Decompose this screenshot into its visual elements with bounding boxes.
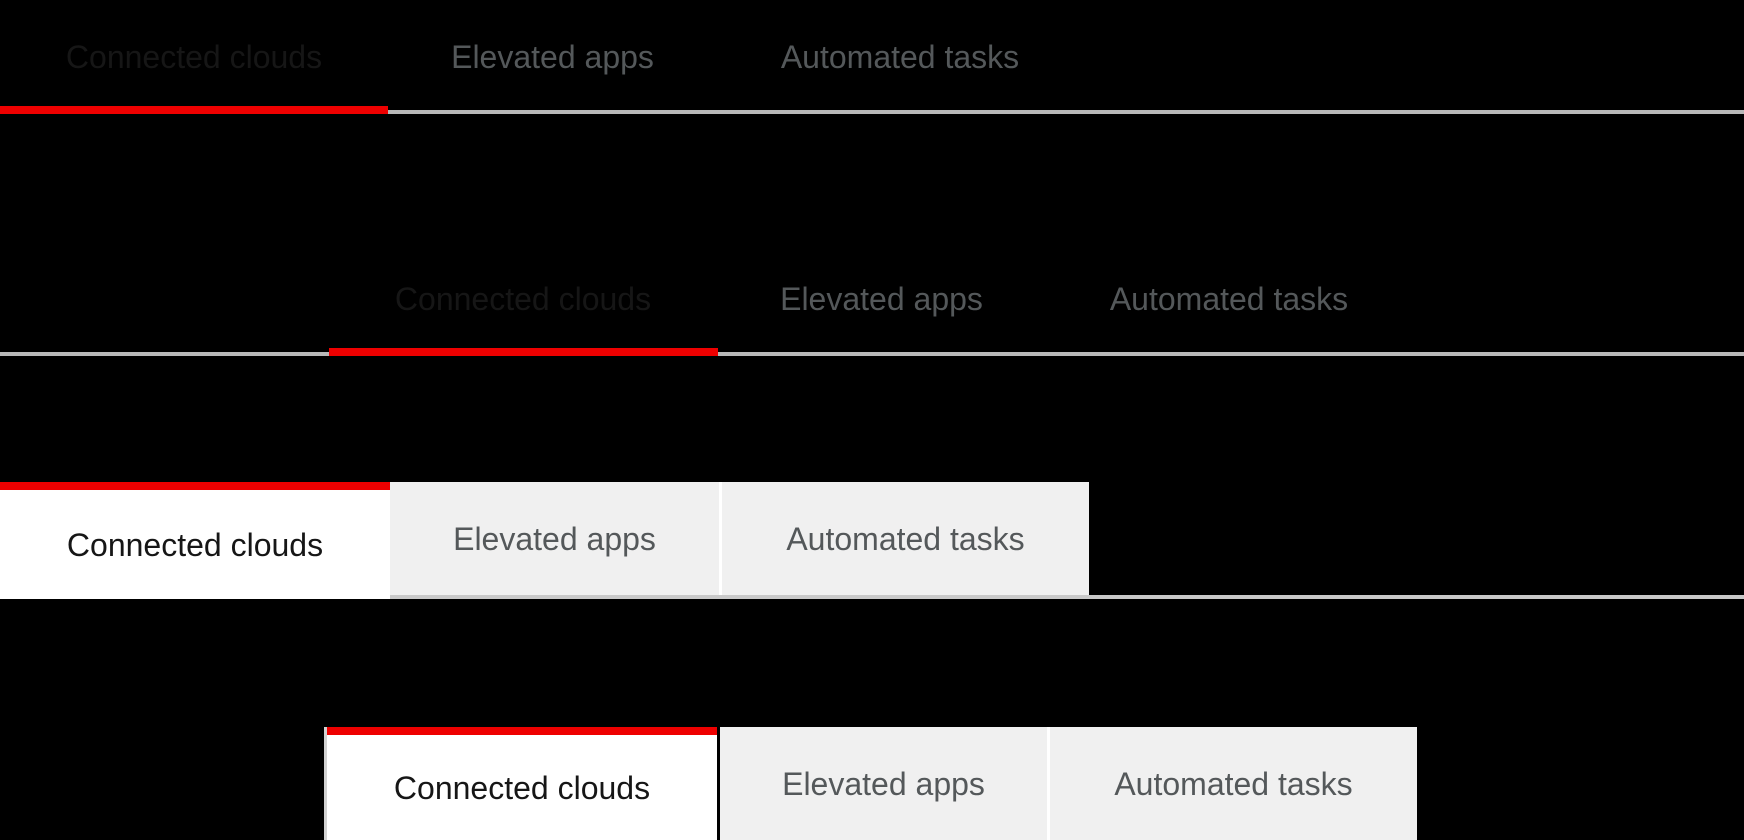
- active-tab-underline: [0, 106, 388, 114]
- active-tab-underline: [329, 348, 718, 356]
- tab-elevated-apps[interactable]: Elevated apps: [717, 242, 1046, 356]
- tab-automated-tasks[interactable]: Automated tasks: [1050, 727, 1417, 840]
- tab-separator: [719, 482, 722, 595]
- tab-group-box-flush: Connected clouds Elevated apps Automated…: [0, 482, 1744, 599]
- tab-label: Connected clouds: [393, 769, 651, 806]
- tab-elevated-apps[interactable]: Elevated apps: [390, 482, 719, 595]
- tab-elevated-apps[interactable]: Elevated apps: [720, 727, 1047, 840]
- active-tab-left-border: [324, 727, 327, 840]
- tab-connected-clouds[interactable]: Connected clouds: [0, 0, 388, 114]
- tab-group-underline-flush: Connected clouds Elevated apps Automated…: [0, 0, 1744, 114]
- tab-label: Connected clouds: [394, 281, 652, 317]
- tab-automated-tasks[interactable]: Automated tasks: [722, 482, 1089, 595]
- tab-label: Automated tasks: [1114, 765, 1353, 802]
- tab-label: Automated tasks: [1109, 281, 1349, 317]
- tab-separator: [1047, 727, 1050, 840]
- tabs-bottom-border: [388, 110, 1744, 114]
- tab-connected-clouds[interactable]: Connected clouds: [327, 727, 717, 840]
- tab-label: Connected clouds: [65, 39, 323, 75]
- tab-elevated-apps[interactable]: Elevated apps: [388, 0, 717, 114]
- tab-connected-clouds[interactable]: Connected clouds: [329, 242, 717, 356]
- tab-label: Elevated apps: [782, 765, 985, 802]
- tab-automated-tasks[interactable]: Automated tasks: [1046, 242, 1412, 356]
- tab-label: Automated tasks: [786, 520, 1025, 557]
- tab-group-underline-inset: Connected clouds Elevated apps Automated…: [0, 242, 1744, 356]
- tab-label: Automated tasks: [780, 39, 1020, 75]
- tab-label: Elevated apps: [451, 39, 654, 75]
- tab-label: Connected clouds: [66, 526, 324, 563]
- tab-label: Elevated apps: [453, 520, 656, 557]
- tabs-bottom-border: [0, 352, 1744, 356]
- tab-label: Elevated apps: [780, 281, 983, 317]
- tab-group-box-inset: Connected clouds Elevated apps Automated…: [324, 727, 1417, 840]
- tabs-bottom-border: [390, 595, 1744, 599]
- tab-connected-clouds[interactable]: Connected clouds: [0, 482, 390, 599]
- tab-automated-tasks[interactable]: Automated tasks: [717, 0, 1083, 114]
